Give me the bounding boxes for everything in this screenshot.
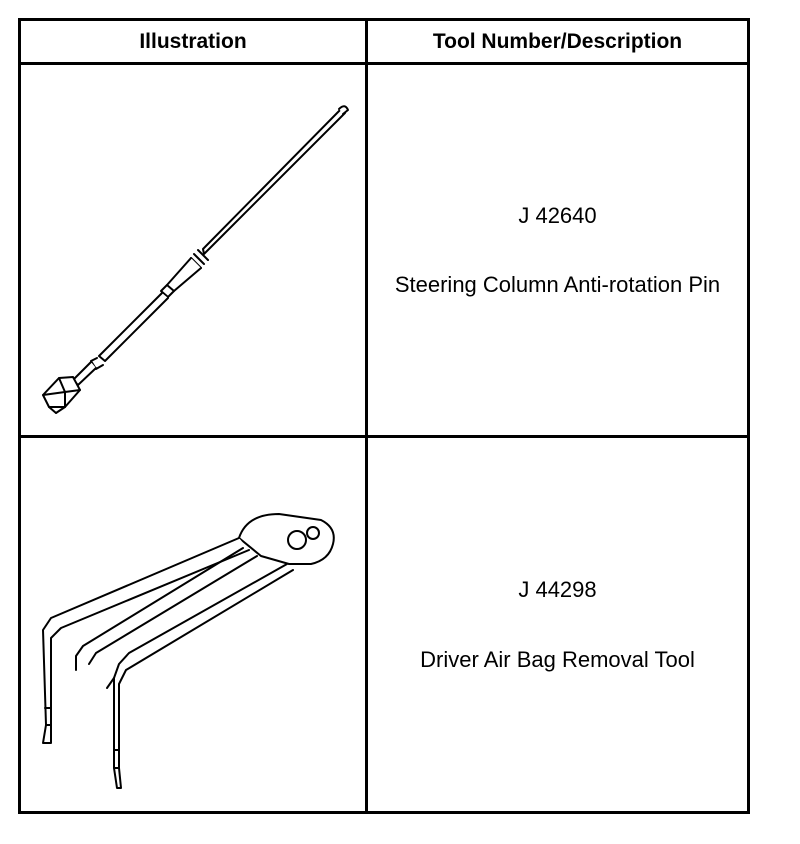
header-divider [21, 62, 747, 65]
tool-number: J 44298 [518, 577, 597, 603]
header-tool-description: Tool Number/Description [432, 29, 683, 53]
air-bag-removal-tool-icon [42, 513, 335, 789]
tool-table: Illustration Tool Number/Description [18, 18, 750, 814]
tool-description-cell: J 42640 Steering Column Anti-rotation Pi… [368, 65, 747, 435]
tool-description: Driver Air Bag Removal Tool [420, 646, 695, 672]
illustration-cell [21, 65, 365, 435]
column-divider [365, 21, 368, 811]
row-divider [21, 435, 747, 438]
illustration-cell [21, 438, 365, 811]
anti-rotation-pin-icon [42, 105, 349, 414]
tool-description-cell: J 44298 Driver Air Bag Removal Tool [368, 438, 747, 811]
tool-description: Steering Column Anti-rotation Pin [394, 272, 721, 297]
tool-number: J 42640 [518, 202, 597, 228]
header-illustration: Illustration [139, 29, 247, 53]
